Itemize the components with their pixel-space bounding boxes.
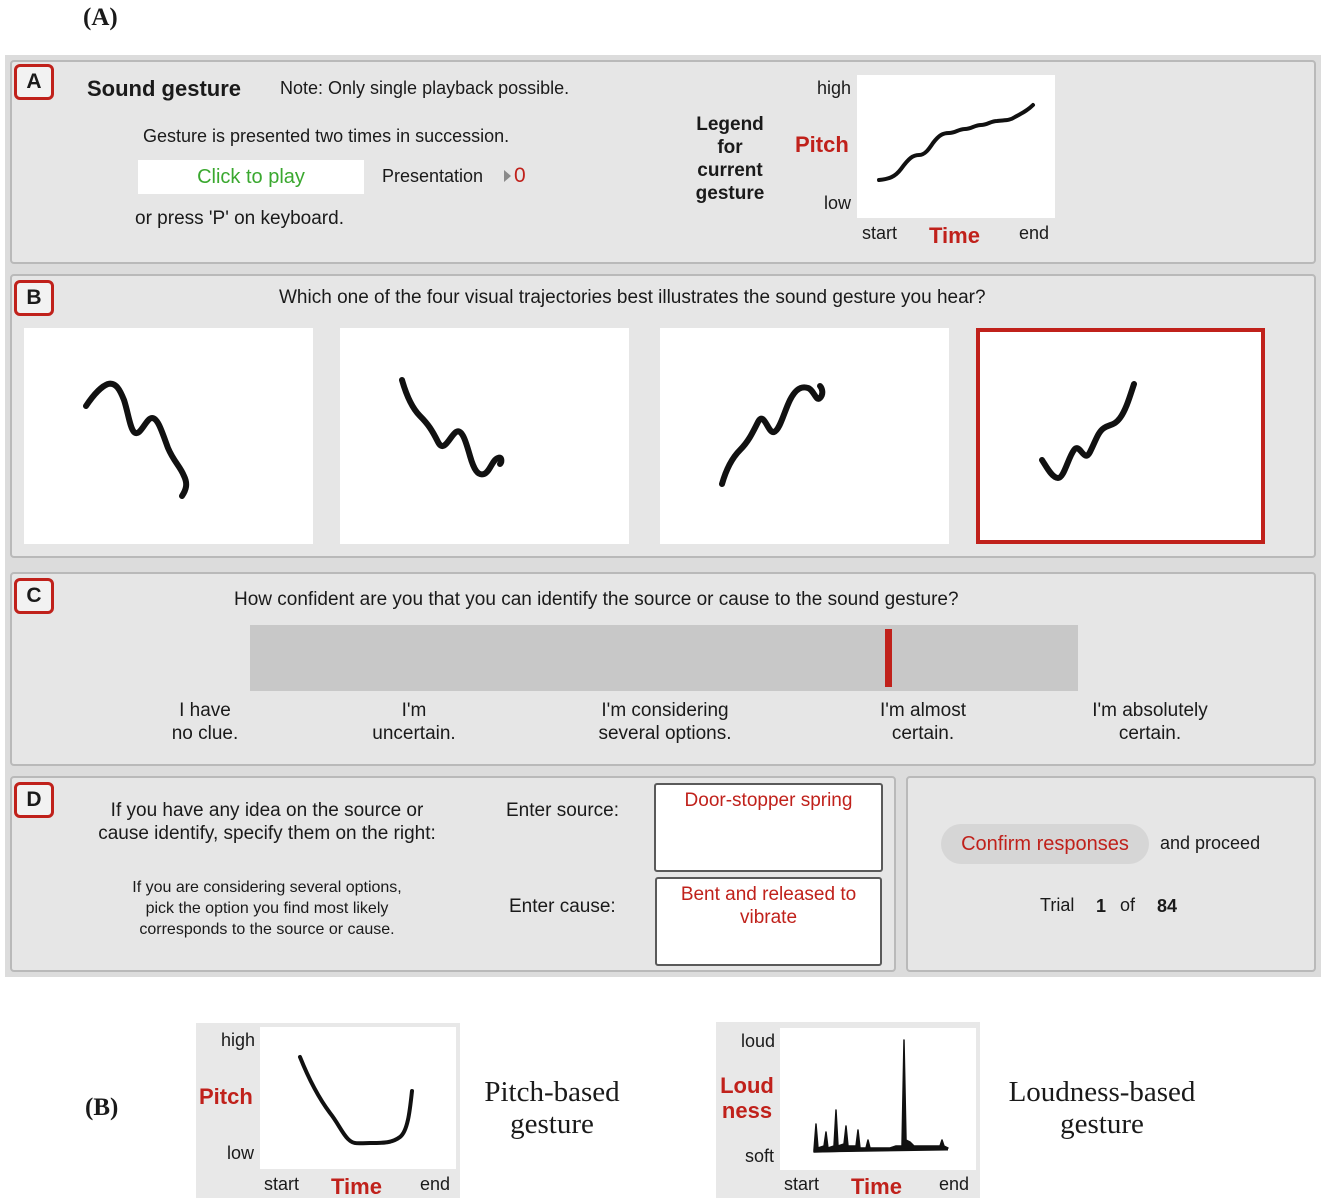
pitch-caption: Pitch-based gesture [462,1076,642,1140]
trajectory-down-zigzag-2-icon [399,377,505,478]
confidence-slider-track[interactable] [250,625,1078,691]
loudness-x-end: end [939,1174,970,1194]
scale-label-line: no clue. [171,723,239,744]
pitch-u-curve-icon [298,1055,414,1146]
legend-x-label: Time [929,223,980,248]
section-title: Sound gesture [87,76,242,101]
proceed-text: and proceed [1160,833,1261,853]
hint-line: If you are considering several options, [132,879,402,896]
source-cause-hint: If you are considering several options, … [72,877,462,940]
legend-trajectory-icon [877,103,1035,182]
trial-label: Trial [1040,895,1075,915]
cause-value-line: vibrate [739,907,798,928]
scale-label-line: I'm almost [880,700,966,721]
legend-y-low: low [824,193,852,213]
pitch-y-label: Pitch [199,1084,253,1109]
figure-label-b: (B) [85,1094,119,1121]
caption-line: Pitch-based [484,1076,620,1108]
play-triangle-icon [504,170,511,182]
legend-x-start: start [862,223,898,243]
scale-label-no-clue: I have no clue. [145,699,265,745]
trial-of: of [1120,895,1136,915]
legend-y-high: high [817,78,852,98]
trajectory-option-2[interactable] [340,328,629,544]
loudness-x-label: Time [851,1174,902,1199]
legend-title-line: for [717,137,743,158]
presentation-label: Presentation [382,166,484,186]
pitch-x-start: start [264,1174,300,1194]
confirm-responses-button[interactable]: Confirm responses [941,824,1149,864]
section-badge-a: A [14,64,54,100]
trial-current: 1 [1096,896,1107,916]
loudness-example-plot [780,1028,976,1170]
scale-label-uncertain: I'm uncertain. [344,699,484,745]
source-input[interactable]: Door-stopper spring [654,783,883,872]
prompt-line: cause identify, specify them on the righ… [98,823,436,844]
prompt-line: If you have any idea on the source or [110,800,424,821]
scale-label-line: several options. [598,723,732,744]
loudness-y-low: soft [745,1146,775,1166]
loudness-envelope-icon [813,1039,949,1153]
presentation-count: 0 [514,164,526,187]
loudness-y-label-line: Loud [720,1073,774,1098]
loudness-y-label: Loud ness [716,1073,778,1123]
section-badge-d: D [14,782,54,818]
pitch-x-end: end [420,1174,451,1194]
legend-y-label: Pitch [795,132,849,157]
scale-label-line: I'm absolutely [1092,700,1208,721]
presentation-instruction: Gesture is presented two times in succes… [143,126,510,146]
trajectory-question: Which one of the four visual trajectorie… [279,287,986,308]
scale-label-absolutely-certain: I'm absolutely certain. [1070,699,1230,745]
confidence-question: How confident are you that you can ident… [234,589,959,610]
loudness-x-start: start [784,1174,820,1194]
pitch-y-high: high [221,1030,256,1050]
pitch-y-low: low [227,1143,255,1163]
scale-label-line: certain. [1118,723,1182,744]
cause-label: Enter cause: [509,896,616,917]
scale-label-line: I'm considering [601,700,729,721]
trajectory-option-4-selected[interactable] [976,328,1265,544]
caption-line: gesture [510,1108,594,1140]
scale-label-line: I'm [401,700,427,721]
loudness-caption: Loudness-based gesture [992,1076,1212,1140]
legend-x-end: end [1019,223,1050,243]
cause-value-line: Bent and released to [680,884,857,905]
trajectory-down-zigzag-icon [83,380,190,499]
caption-line: gesture [1060,1108,1144,1140]
keyboard-hint: or press 'P' on keyboard. [135,208,344,229]
legend-title-line: gesture [695,183,765,204]
legend-title-line: current [697,160,763,181]
trajectory-up-zigzag-2-icon [1039,381,1137,481]
legend-title: Legend for current gesture [680,113,780,205]
cause-input[interactable]: Bent and released to vibrate [655,877,882,966]
source-label: Enter source: [506,800,619,821]
loudness-y-label-line: ness [721,1098,773,1123]
section-badge-c: C [14,578,54,614]
playback-note: Note: Only single playback possible. [280,78,570,98]
scale-label-line: I have [179,700,231,721]
pitch-example-plot [260,1027,456,1169]
confidence-slider-thumb[interactable] [884,629,892,687]
trajectory-up-zigzag-icon [719,383,826,487]
legend-plot [857,75,1055,218]
trial-total: 84 [1157,896,1178,916]
play-button[interactable]: Click to play [138,160,364,194]
panel-confirm [906,776,1316,972]
loudness-y-high: loud [741,1031,776,1051]
caption-line: Loudness-based [1008,1076,1196,1108]
scale-label-line: uncertain. [372,723,456,744]
pitch-x-label: Time [331,1174,382,1199]
hint-line: corresponds to the source or cause. [139,921,395,938]
scale-label-considering: I'm considering several options. [570,699,760,745]
trajectory-option-3[interactable] [660,328,949,544]
scale-label-line: certain. [891,723,955,744]
trajectory-option-1[interactable] [24,328,313,544]
figure-label-a: (A) [83,4,118,31]
hint-line: pick the option you find most likely [145,900,389,917]
source-cause-prompt: If you have any idea on the source or ca… [62,799,472,845]
legend-title-line: Legend [696,114,764,135]
section-badge-b: B [14,280,54,316]
scale-label-almost-certain: I'm almost certain. [853,699,993,745]
